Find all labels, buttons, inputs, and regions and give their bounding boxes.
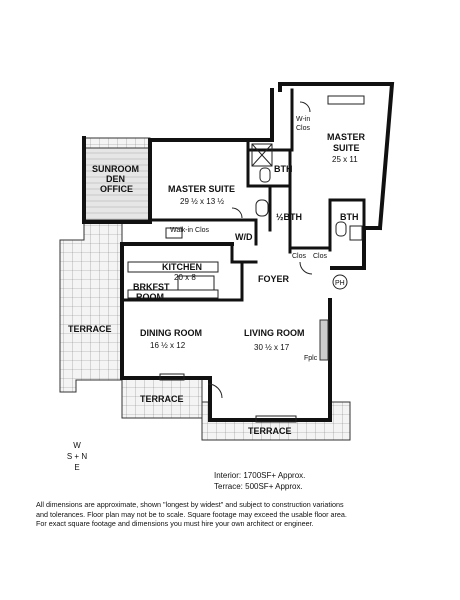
washer-dryer-label: W/D	[235, 232, 253, 242]
master-suite-1-name: MASTER SUITE	[168, 184, 235, 194]
breakfast-room-line2: ROOM	[136, 292, 164, 302]
closet-1-label: Clos	[292, 253, 307, 260]
compass-bottom: E	[74, 463, 80, 472]
half-bath-label: ½BTH	[276, 212, 302, 222]
living-room-dims: 30 ½ x 17	[254, 343, 290, 352]
bath-1-label: BTH	[274, 164, 293, 174]
disclaimer: All dimensions are approximate, shown "l…	[36, 500, 436, 529]
closet-2-label: Clos	[313, 253, 328, 260]
dining-room-name: DINING ROOM	[140, 328, 202, 338]
room-labels: MASTER SUITE 25 x 11 W-in Clos SUNROOM D…	[68, 116, 366, 436]
master-suite-2-dims: 25 x 11	[332, 155, 358, 164]
walk-in-closet-top-line2: Clos	[296, 125, 311, 132]
master-suite-2-name-line2: SUITE	[333, 143, 360, 153]
sunroom-label: SUNROOM	[92, 164, 139, 174]
walk-in-closet-label: Walk-in Clos	[170, 227, 210, 234]
den-label: DEN	[106, 174, 125, 184]
interior-area: Interior: 1700SF+ Approx.	[214, 471, 306, 480]
dining-room-dims: 16 ½ x 12	[150, 341, 186, 350]
master-suite-2-name: MASTER	[327, 132, 366, 142]
compass: W S + N E	[62, 440, 92, 473]
kitchen-dims: 20 x 8	[174, 273, 196, 282]
compass-middle: S + N	[66, 452, 88, 461]
kitchen-name: KITCHEN	[162, 262, 202, 272]
bath-2-label: BTH	[340, 212, 359, 222]
area-summary: Interior: 1700SF+ Approx. Terrace: 500SF…	[214, 470, 305, 492]
breakfast-room-line1: BRKFST	[133, 282, 170, 292]
fireplace-label: Fplc	[304, 355, 318, 362]
terrace-area: Terrace: 500SF+ Approx.	[214, 482, 303, 491]
compass-top: W	[73, 441, 81, 450]
walk-in-closet-top-line1: W-in	[296, 116, 310, 123]
exterior-walls	[82, 82, 395, 422]
foyer-label: FOYER	[258, 274, 290, 284]
office-label: OFFICE	[100, 184, 133, 194]
terrace-south-label: TERRACE	[140, 394, 184, 404]
fixtures	[127, 95, 365, 423]
master-suite-1-dims: 29 ½ x 13 ½	[180, 197, 224, 206]
interior-walls	[120, 88, 366, 302]
floor-plan: MASTER SUITE 25 x 11 W-in Clos SUNROOM D…	[59, 82, 395, 441]
living-room-name: LIVING ROOM	[244, 328, 305, 338]
terrace-west-label: TERRACE	[68, 324, 112, 334]
disclaimer-line-2: and tolerances. Floor plan may not be to…	[36, 509, 347, 519]
elevator-label: PH	[335, 280, 345, 287]
disclaimer-line-3: For exact square footage and dimensions …	[36, 519, 314, 528]
terrace-east-label: TERRACE	[248, 426, 292, 436]
disclaimer-line-1: All dimensions are approximate, shown "l…	[36, 500, 344, 509]
